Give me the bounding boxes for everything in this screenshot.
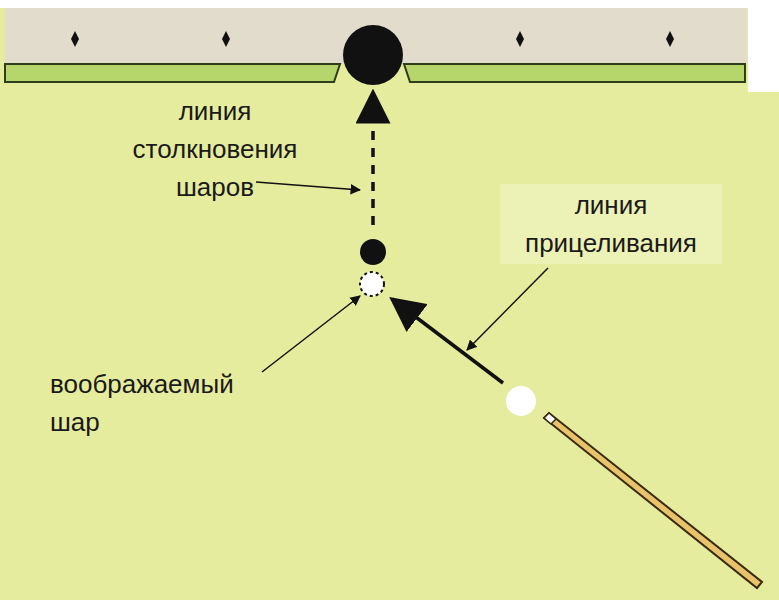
annotation-label: линия столкновения шаров (120, 92, 310, 206)
annotation-label: воображаемый шар (50, 365, 255, 441)
cushion (5, 64, 340, 82)
ghost-ball (360, 272, 384, 296)
leader-line (262, 296, 360, 372)
cue-ball (506, 386, 536, 416)
label-patch (500, 184, 722, 264)
pocket (343, 25, 403, 85)
leader-line (467, 268, 548, 350)
cue-stick (544, 413, 762, 588)
cushion (404, 64, 745, 82)
annotation-label: линия прицеливания (509, 186, 714, 262)
leader-line (256, 182, 360, 190)
aiming-line (392, 299, 503, 383)
object-ball (360, 239, 386, 265)
collision-line (371, 92, 375, 225)
